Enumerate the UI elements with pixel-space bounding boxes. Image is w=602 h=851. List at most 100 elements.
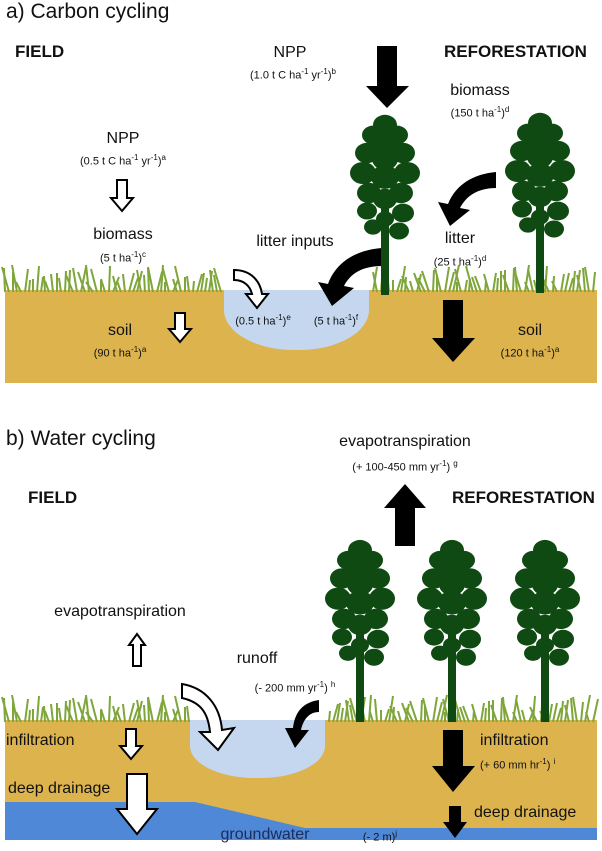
forest-litter-value: (25 t ha-1)d [433, 254, 487, 269]
runoff-value: (- 200 mm yr-1) h [254, 680, 336, 695]
tree-foliage [348, 614, 372, 636]
tree-foliage [547, 201, 569, 221]
tree-foliage [364, 648, 384, 666]
tree-trunk [356, 621, 364, 722]
grass-blade [50, 273, 54, 293]
grass-blade [502, 274, 510, 293]
field-npp-value: (0.5 t C ha-1 yr-1)a [80, 153, 166, 168]
grass-blade [200, 272, 205, 293]
grass-blade [64, 270, 67, 293]
grass-blade [90, 698, 98, 723]
grass-blade [582, 267, 586, 293]
forest-litter-input-value: (5 t ha-1)f [313, 313, 359, 328]
grass-blade [147, 266, 154, 293]
tree-foliage [347, 573, 373, 596]
grass-blade [436, 701, 443, 723]
forest-infiltration-label: infiltration [480, 732, 549, 749]
tree-foliage [544, 220, 564, 238]
grass-blade [404, 703, 410, 723]
grass-blade [465, 265, 474, 293]
field-npp-label: NPP [106, 130, 140, 147]
panel-b-title: b) Water cycling [6, 427, 156, 450]
grass-blade [584, 694, 591, 723]
grass-blade [527, 268, 534, 293]
grass-blade [208, 270, 213, 293]
tree-foliage [456, 648, 476, 666]
field-et-arrow-icon [127, 632, 147, 667]
forest-biomass-value: (150 t ha-1)d [450, 105, 510, 120]
grass-blade [43, 705, 46, 723]
grass-blade [576, 274, 582, 293]
grass-blade [532, 695, 536, 723]
field-soil-label: soil [107, 322, 132, 339]
grass-blade [24, 698, 29, 723]
grass-blade [570, 697, 574, 723]
grass-blade [374, 698, 378, 723]
grass-blade [401, 275, 410, 293]
forest-soil-arrow-icon [432, 300, 475, 362]
field-soil-value: (90 t ha-1)a [93, 345, 147, 360]
tree-icon [505, 112, 575, 293]
tree-foliage [392, 203, 414, 223]
grass-blade [122, 703, 126, 723]
panel-a-litter-pool [224, 290, 369, 350]
grass-blade [432, 269, 435, 293]
tree-foliage [389, 222, 409, 240]
tree-foliage [439, 557, 465, 580]
grass-blade [11, 694, 18, 723]
grass-blade [592, 271, 596, 293]
grass-blade [108, 265, 111, 293]
forest-deep-drainage-arrow-icon [443, 806, 467, 838]
grass-blade [64, 700, 67, 723]
grass-blade [174, 695, 182, 723]
tree-foliage [394, 161, 420, 185]
grass-blade [65, 274, 74, 293]
tree-foliage [372, 147, 398, 171]
grass-blade [213, 267, 222, 293]
grass-blade [28, 279, 31, 293]
grass-blade [422, 697, 430, 723]
forest-infiltration-value: (+ 60 mm hr-1) i [480, 757, 556, 772]
grass-blade [15, 711, 22, 723]
grass-blade [160, 694, 164, 723]
grass-blade [36, 265, 40, 293]
grass-blade [136, 269, 142, 293]
grass-blade [11, 264, 18, 293]
grass-blade [174, 265, 182, 293]
tree-icon [510, 539, 580, 722]
grass-blade [328, 710, 331, 723]
field-biomass-value: (5 t ha-1)c [100, 250, 146, 265]
grass-blade [1, 696, 10, 723]
panel-b-reforestation-label: REFORESTATION [452, 488, 595, 507]
forest-litter-arrow-icon [438, 172, 496, 226]
grass-blade [116, 280, 122, 293]
tree-foliage [531, 590, 559, 615]
grass-blade [471, 276, 478, 293]
tree-foliage [367, 629, 389, 649]
tree-foliage [364, 219, 382, 235]
tree-foliage [524, 645, 542, 661]
tree-foliage [369, 587, 395, 610]
groundwater-value: (- 2 m)j [362, 829, 398, 844]
panel-b-field-label: FIELD [28, 488, 78, 507]
grass-blade [349, 704, 354, 723]
grass-blade [514, 266, 518, 293]
grass-blade [36, 695, 40, 723]
grass-blade [462, 705, 470, 723]
grass-blade [405, 707, 414, 723]
grass-blade [409, 700, 418, 723]
tree-foliage [350, 161, 376, 185]
panel-b-grass [1, 694, 599, 723]
grass-blade [496, 277, 499, 293]
grass-blade [100, 278, 106, 293]
grass-blade [368, 694, 372, 723]
grass-blade [580, 701, 584, 723]
field-et-label: evapotranspiration [54, 603, 186, 620]
forest-npp-value: (1.0 t C ha-1 yr-1)b [250, 67, 336, 82]
forest-soil-label: soil [517, 322, 542, 339]
grass-blade [556, 707, 562, 723]
field-litter-arrow-icon [233, 268, 271, 310]
tree-foliage [373, 188, 397, 210]
tree-foliage [532, 557, 558, 580]
tree-foliage [351, 637, 369, 653]
